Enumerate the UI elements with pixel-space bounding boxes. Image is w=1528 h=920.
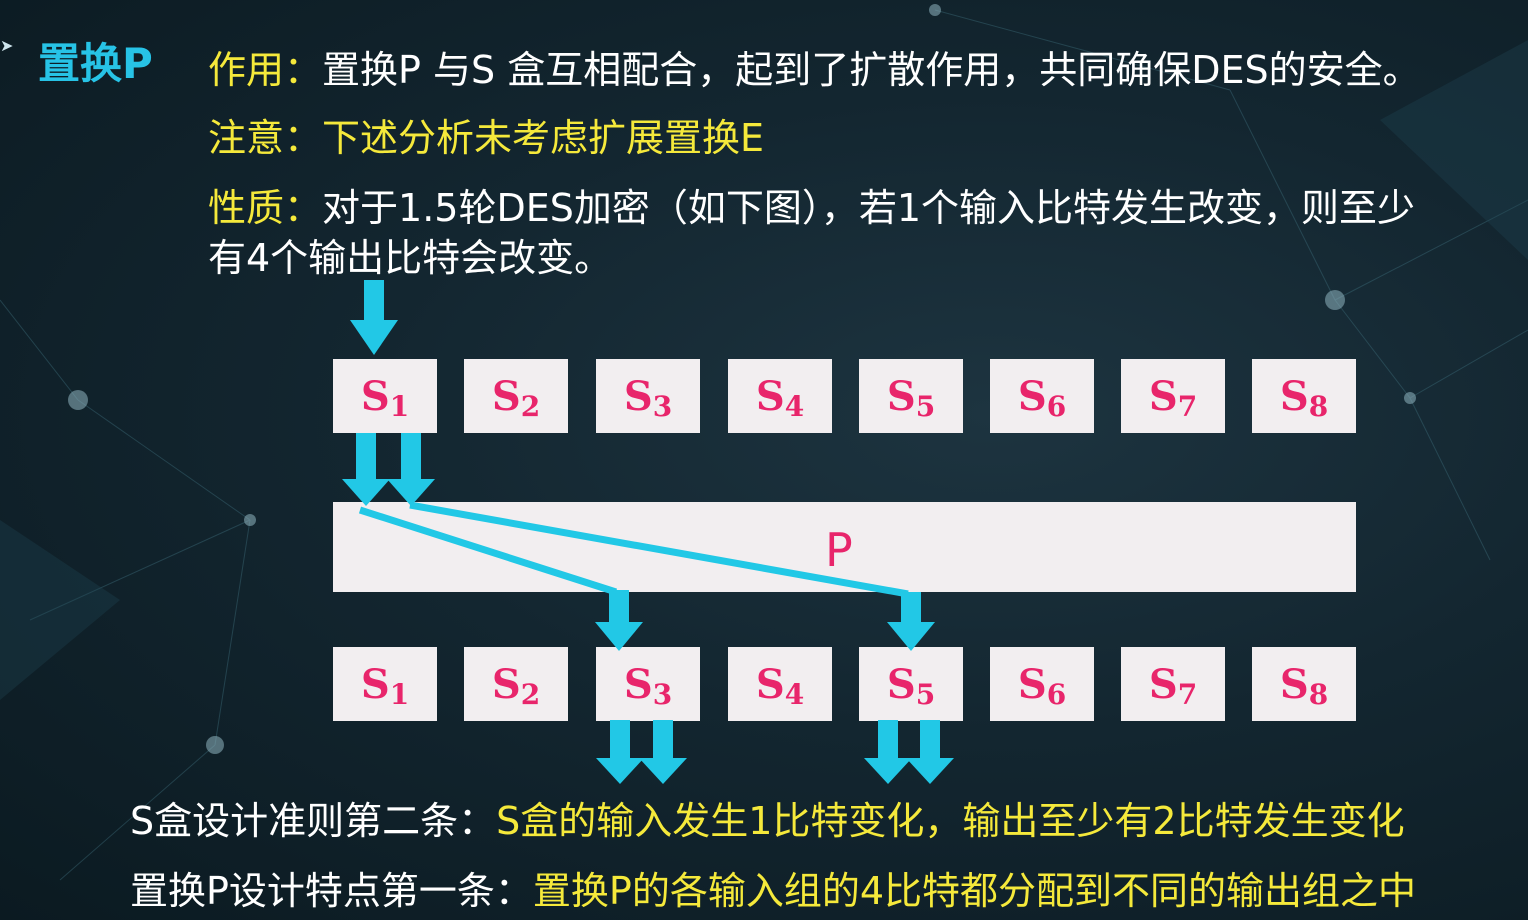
sbox-letter: S bbox=[1148, 372, 1178, 420]
sbox-index: 1 bbox=[389, 677, 410, 711]
permutation-p-label: P bbox=[825, 523, 853, 577]
role-text: 置换P 与S 盒互相配合，起到了扩散作用，共同确保DES的安全。 bbox=[322, 48, 1421, 92]
sbox-index: 3 bbox=[652, 677, 673, 711]
sbox-letter: S bbox=[1279, 372, 1309, 420]
sbox-letter: S bbox=[1017, 660, 1047, 708]
property-label: 性质： bbox=[208, 186, 323, 230]
sbox-letter: S bbox=[491, 660, 521, 708]
bullet-arrow-icon: ➤ bbox=[0, 36, 14, 55]
sbox-rule-text: S盒的输入发生1比特变化，输出至少有2比特发生变化 bbox=[496, 799, 1405, 843]
sbox-index: 1 bbox=[389, 389, 410, 423]
sbox-letter: S bbox=[1148, 660, 1178, 708]
note-label: 注意： bbox=[208, 116, 323, 160]
sbox-letter: S bbox=[623, 372, 653, 420]
sbox-index: 3 bbox=[652, 389, 673, 423]
sbox-letter: S bbox=[623, 660, 653, 708]
p-feature-label: 置换P设计特点第一条： bbox=[130, 869, 533, 913]
note-paragraph: 注意：下述分析未考虑扩展置换E bbox=[208, 114, 764, 162]
p-feature-line: 置换P设计特点第一条：置换P的各输入组的4比特都分配到不同的输出组之中 bbox=[130, 860, 1416, 915]
p-feature-text: 置换P的各输入组的4比特都分配到不同的输出组之中 bbox=[532, 869, 1417, 913]
sbox-index: 8 bbox=[1308, 389, 1329, 423]
property-text-line1: 对于1.5轮DES加密（如下图），若1个输入比特发生改变，则至少 bbox=[322, 186, 1416, 230]
sbox-letter: S bbox=[755, 372, 785, 420]
sbox-index: 6 bbox=[1046, 677, 1067, 711]
property-paragraph-line2: 有4个输出比特会改变。 bbox=[208, 234, 612, 282]
sbox-rule-line: S盒设计准则第二条：S盒的输入发生1比特变化，输出至少有2比特发生变化 bbox=[130, 790, 1405, 845]
sbox-letter: S bbox=[491, 372, 521, 420]
sbox-index: 8 bbox=[1308, 677, 1329, 711]
role-label: 作用： bbox=[208, 48, 323, 92]
sbox-rule-label: S盒设计准则第二条： bbox=[130, 799, 497, 843]
sbox-index: 5 bbox=[915, 677, 936, 711]
sbox-letter: S bbox=[360, 372, 390, 420]
sbox-index: 5 bbox=[915, 389, 936, 423]
sbox-index: 2 bbox=[520, 677, 541, 711]
sbox-index: 7 bbox=[1177, 677, 1198, 711]
sbox-letter: S bbox=[360, 660, 390, 708]
sbox-index: 2 bbox=[520, 389, 541, 423]
sbox-index: 6 bbox=[1046, 389, 1067, 423]
property-text-line2: 有4个输出比特会改变。 bbox=[208, 236, 613, 280]
sbox-letter: S bbox=[886, 372, 916, 420]
sbox-index: 7 bbox=[1177, 389, 1198, 423]
sbox-letter: S bbox=[1017, 372, 1047, 420]
sbox-index: 4 bbox=[784, 677, 805, 711]
slide-title: 置换P bbox=[38, 39, 153, 88]
sbox-letter: S bbox=[755, 660, 785, 708]
note-text: 下述分析未考虑扩展置换E bbox=[322, 116, 765, 160]
property-paragraph: 性质：对于1.5轮DES加密（如下图），若1个输入比特发生改变，则至少 bbox=[208, 184, 1415, 232]
role-paragraph: 作用：置换P 与S 盒互相配合，起到了扩散作用，共同确保DES的安全。 bbox=[208, 46, 1421, 94]
sbox-index: 4 bbox=[784, 389, 805, 423]
sbox-letter: S bbox=[1279, 660, 1309, 708]
sbox-letter: S bbox=[886, 660, 916, 708]
